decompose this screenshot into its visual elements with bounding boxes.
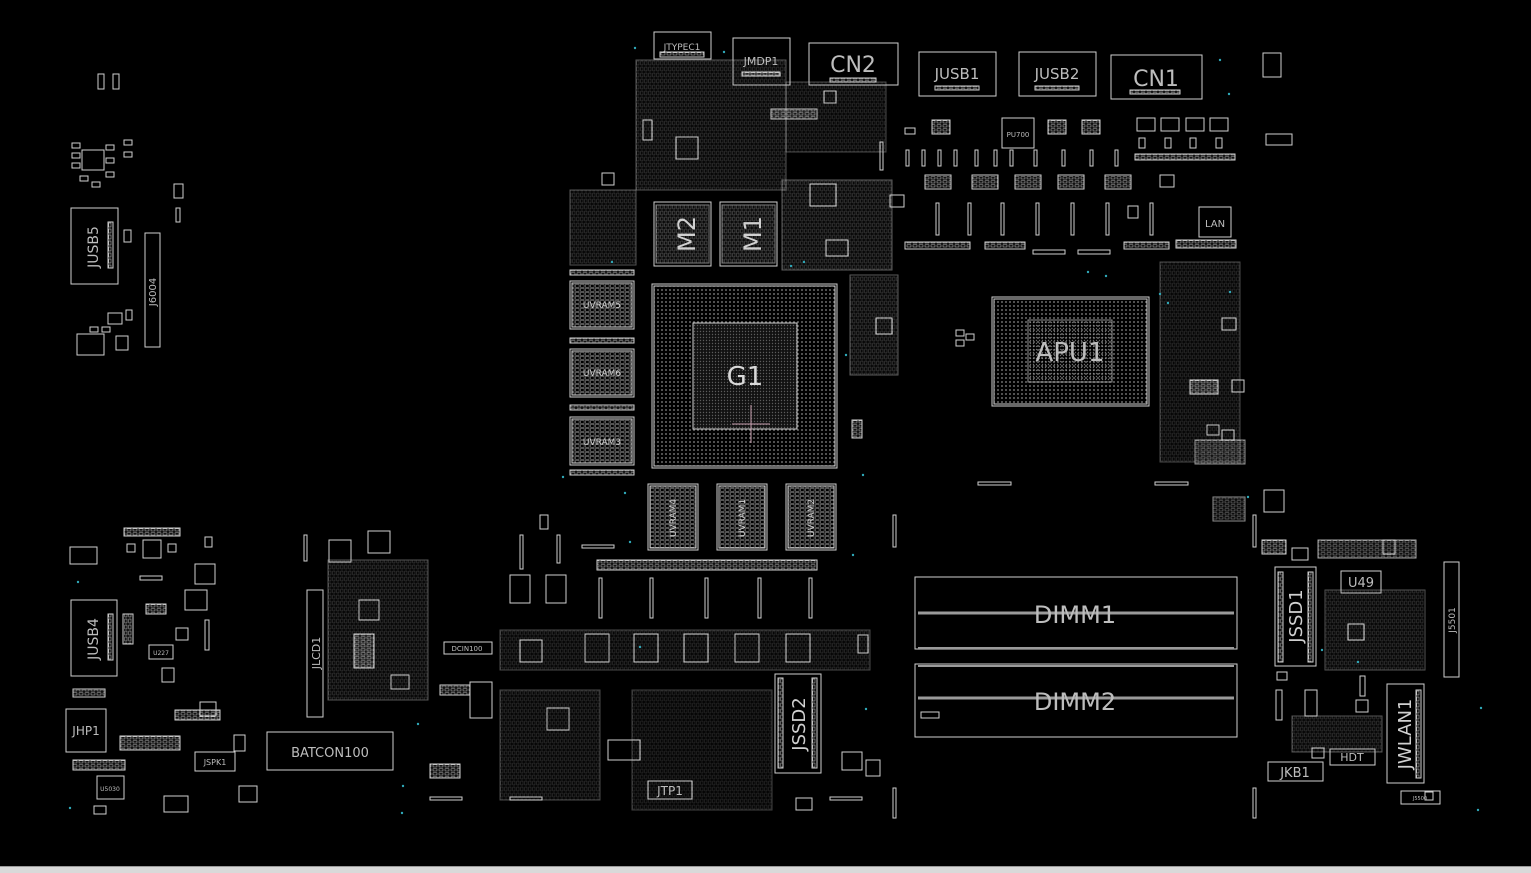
jtp1-label: JTP1 <box>656 784 683 798</box>
jusb2-label: JUSB2 <box>1034 65 1080 83</box>
bottom-middle-cluster <box>429 514 897 819</box>
uvram4-label: UVRAM4 <box>669 499 679 538</box>
j6004-label: J6004 <box>148 278 159 307</box>
jusb5-connector[interactable]: JUSB5 <box>70 207 119 285</box>
small-connector[interactable] <box>1265 133 1293 146</box>
uvram3-chip[interactable]: UVRAM3 <box>569 416 635 466</box>
g1-gpu[interactable]: G1 <box>651 283 838 469</box>
small-connector[interactable] <box>1262 52 1282 78</box>
jusb2-connector[interactable]: JUSB2 <box>1018 51 1097 97</box>
cn1-label: CN1 <box>1133 67 1179 92</box>
jusb1-connector[interactable]: JUSB1 <box>918 51 997 97</box>
cn1-connector[interactable]: CN1 <box>1110 54 1203 100</box>
u227-chip[interactable]: U227 <box>148 644 174 660</box>
j5501-label: J5501 <box>1448 607 1458 634</box>
uvram1-chip[interactable]: UVRAM1 <box>716 483 768 551</box>
apu-right-passives <box>1159 261 1285 522</box>
uvram1-label: UVRAM1 <box>738 499 748 537</box>
hdt-label: HDT <box>1340 751 1364 764</box>
u5030-chip[interactable]: U5030 <box>96 775 125 800</box>
j6004-connector[interactable]: J6004 <box>144 232 161 348</box>
lan-chip[interactable]: LAN <box>1198 206 1232 238</box>
left-top-cluster <box>71 139 184 223</box>
cn2-connector[interactable]: CN2 <box>808 42 899 86</box>
pu700-label: PU700 <box>1007 131 1030 139</box>
jssd1-label: JSSD1 <box>1286 589 1307 643</box>
jusb1-label: JUSB1 <box>934 65 980 83</box>
jwlan1-label: JWLAN1 <box>1395 699 1416 771</box>
u227-label: U227 <box>153 650 169 657</box>
j5500-label: J5500 <box>1412 796 1427 802</box>
left-bottom-cluster <box>72 527 258 815</box>
jspk1-connector[interactable]: JSPK1 <box>194 751 236 772</box>
pu700-chip[interactable]: PU700 <box>1001 117 1035 149</box>
lan-label: LAN <box>1205 219 1225 230</box>
m2-mosfet[interactable]: M2 <box>653 201 712 267</box>
m1-label: M1 <box>739 216 767 252</box>
batcon100-connector[interactable]: BATCON100 <box>266 731 394 771</box>
uvram6-label: UVRAM6 <box>583 369 622 379</box>
g1-label: G1 <box>727 362 764 392</box>
dimm2-slot[interactable]: DIMM2 <box>914 663 1238 738</box>
m2-label: M2 <box>673 216 701 252</box>
j5500-connector[interactable]: J5500 <box>1400 790 1441 805</box>
jtypec1-label: JTYPEC1 <box>663 43 701 53</box>
uvram2-label: UVRAM2 <box>807 499 817 537</box>
jspk1-label: JSPK1 <box>203 758 227 767</box>
u5030-label: U5030 <box>100 786 120 793</box>
j5501-connector[interactable]: J5501 <box>1443 561 1460 678</box>
dcin100-label: DCIN100 <box>452 645 483 653</box>
uvram5-label: UVRAM5 <box>583 301 621 311</box>
jlcd1-connector[interactable]: JLCD1 <box>306 589 324 718</box>
jssd2-connector[interactable]: JSSD2 <box>774 673 822 774</box>
u49-label: U49 <box>1348 576 1374 591</box>
lcd-area-cluster <box>303 530 429 701</box>
jssd2-label: JSSD2 <box>789 697 810 751</box>
small-ic[interactable] <box>69 546 98 565</box>
jusb5-label: JUSB5 <box>86 226 102 269</box>
jusb4-connector[interactable]: JUSB4 <box>70 599 118 677</box>
jhp1-label: JHP1 <box>71 724 99 738</box>
jwlan1-connector[interactable]: JWLAN1 <box>1386 683 1425 784</box>
uvram2-chip[interactable]: UVRAM2 <box>785 483 837 551</box>
dcin100-connector[interactable]: DCIN100 <box>443 641 493 655</box>
jtp1-connector[interactable]: JTP1 <box>647 780 693 800</box>
cn2-label: CN2 <box>830 53 876 78</box>
batcon100-label: BATCON100 <box>291 746 369 761</box>
jssd1-connector[interactable]: JSSD1 <box>1274 566 1317 667</box>
dimm1-slot[interactable]: DIMM1 <box>914 576 1238 650</box>
jkb1-connector[interactable]: JKB1 <box>1267 761 1324 782</box>
apu1-label: APU1 <box>1035 338 1104 368</box>
uvram4-chip[interactable]: UVRAM4 <box>647 483 699 551</box>
uvram3-label: UVRAM3 <box>583 438 621 448</box>
jkb1-label: JKB1 <box>1279 766 1310 781</box>
jhp1-connector[interactable]: JHP1 <box>65 708 107 753</box>
gpu-upper-cluster <box>569 59 887 266</box>
uvram6-chip[interactable]: UVRAM6 <box>569 348 635 398</box>
uvram5-chip[interactable]: UVRAM5 <box>569 280 635 330</box>
jlcd1-label: JLCD1 <box>310 637 323 671</box>
right-bottom-cluster <box>1261 539 1434 801</box>
viewer-status-bar <box>0 866 1531 873</box>
gpu-right-passives <box>781 127 916 439</box>
test-vias <box>68 46 1483 815</box>
apu1-processor[interactable]: APU1 <box>991 296 1150 407</box>
jusb4-label: JUSB4 <box>86 618 102 661</box>
upper-right-components <box>904 117 1237 255</box>
jtypec1-connector[interactable]: JTYPEC1 <box>653 31 712 60</box>
dimm1-label: DIMM1 <box>1034 601 1116 629</box>
m1-mosfet[interactable]: M1 <box>719 201 778 267</box>
dimm2-label: DIMM2 <box>1034 688 1116 716</box>
